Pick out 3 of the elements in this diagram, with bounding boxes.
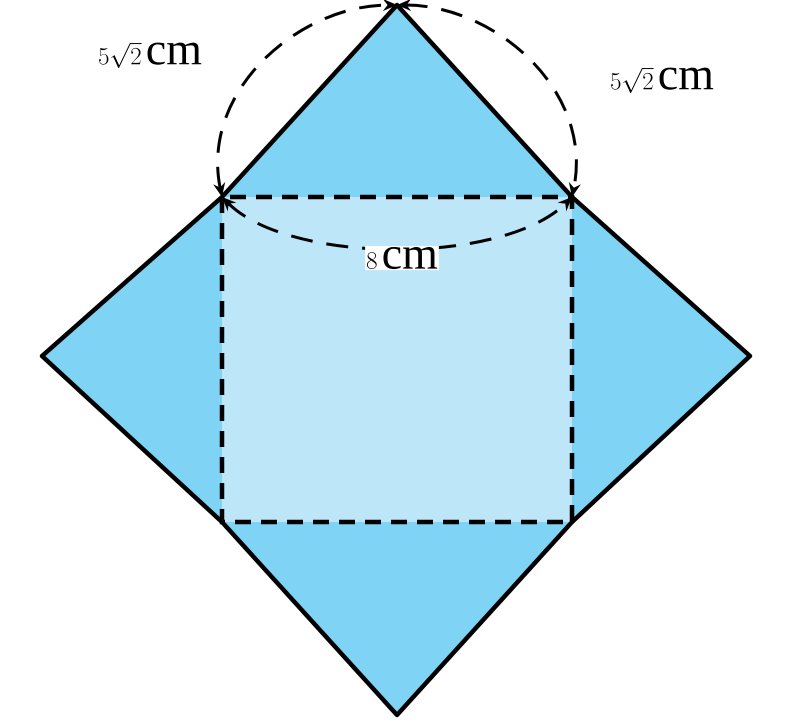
dimension-label: $5\sqrt{2}\,\mathrm{cm}$: [97, 41, 203, 69]
dimension-label: $5\sqrt{2}\,\mathrm{cm}$: [609, 66, 715, 94]
dimension-label: $8\,\mathrm{cm}$: [365, 246, 439, 270]
